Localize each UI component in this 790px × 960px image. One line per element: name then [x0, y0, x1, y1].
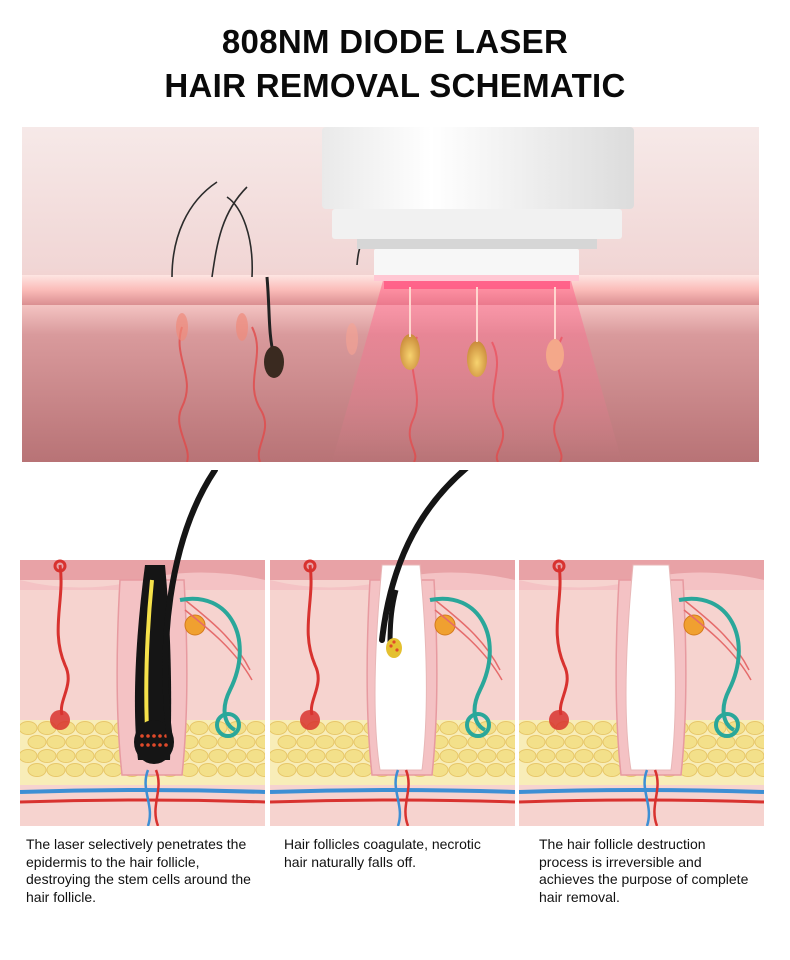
stage-2-diagram — [270, 470, 515, 826]
hair-follicle-icon — [176, 276, 358, 378]
page-title: 808NM DIODE LASER HAIR REMOVAL SCHEMATIC — [0, 20, 790, 108]
sebaceous-gland-icon — [434, 599, 503, 681]
sweat-gland-icon — [549, 559, 569, 730]
laser-handpiece-icon — [322, 127, 634, 281]
laser-treatment-scene — [22, 127, 759, 462]
sweat-gland-icon — [50, 559, 70, 730]
stage-1-diagram — [20, 470, 265, 826]
treated-follicles — [400, 287, 564, 377]
stage-3-diagram — [519, 470, 764, 826]
title-line-2: HAIR REMOVAL SCHEMATIC — [164, 67, 626, 104]
sweat-gland-icon — [300, 559, 320, 730]
stage-3-caption: The hair follicle destruction process is… — [539, 836, 749, 905]
sebaceous-gland-icon — [184, 599, 253, 681]
sebaceous-gland-icon — [683, 599, 752, 681]
laser-treatment-illustration — [22, 127, 759, 462]
title-line-1: 808NM DIODE LASER — [221, 23, 569, 60]
stage-2-caption: Hair follicles coagulate, necrotic hair … — [284, 836, 481, 870]
stage-1-caption: The laser selectively penetrates the epi… — [26, 836, 251, 905]
